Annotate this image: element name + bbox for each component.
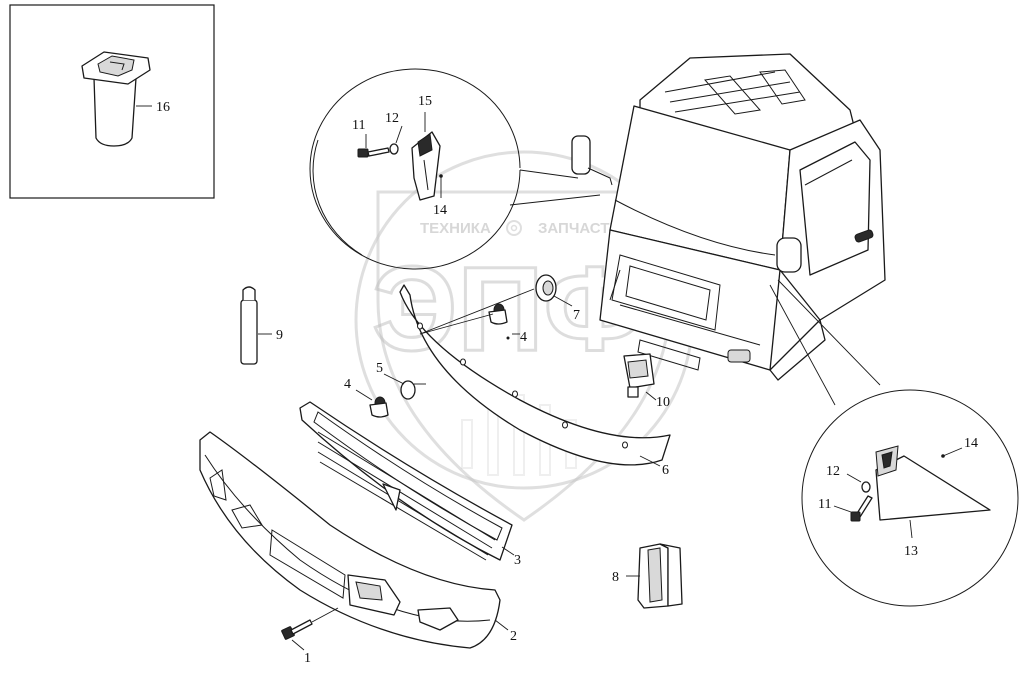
callout-1: 1: [304, 651, 311, 666]
cab-mirror-right: [776, 237, 802, 273]
clip-16-drawing: [81, 51, 151, 147]
detail-circle-top: 11 12 15 14: [309, 68, 601, 270]
callout-15: 15: [418, 94, 432, 109]
callout-9: 9: [276, 328, 283, 343]
callout-12-bottom: 12: [826, 464, 840, 479]
truck-cab: [571, 53, 886, 406]
washer-12-top: [389, 143, 399, 155]
part-8-block: 8: [612, 543, 683, 609]
washer-12-bottom: [861, 481, 871, 493]
callout-2: 2: [510, 629, 517, 644]
mudflap-bracket-14-top: [411, 131, 441, 201]
watermark-left-word: ТЕХНИКА: [420, 220, 491, 237]
callout-11-bottom: 11: [818, 497, 831, 512]
part-3-grille: 3: [299, 401, 521, 568]
callout-11-top: 11: [352, 118, 365, 133]
part-5-cap: 5: [376, 361, 426, 400]
bolt-11-top: [357, 147, 390, 158]
detail-circle-bottom: 12 11 13 14: [801, 389, 1019, 607]
mudflap-13: [875, 445, 991, 521]
callout-6: 6: [662, 463, 669, 478]
callout-8: 8: [612, 570, 619, 585]
part-4-clip-upper: 4: [419, 288, 535, 345]
callout-14-bottom: 14: [964, 436, 978, 451]
callout-3: 3: [514, 553, 521, 568]
callout-14-top: 14: [433, 203, 447, 218]
callout-13: 13: [904, 544, 918, 559]
part-2-bumper: 2: [199, 431, 517, 649]
callout-7: 7: [573, 308, 580, 323]
watermark-right-word: ЗАПЧАСТИ: [538, 220, 620, 237]
watermark-shield: [376, 190, 672, 522]
watermark-gear-icon: [506, 220, 522, 236]
bolt-11-bottom: [850, 495, 873, 522]
callout-10: 10: [656, 395, 670, 410]
cab-mirror-left: [571, 135, 613, 186]
callout-16: 16: [156, 100, 170, 115]
part-9-strip: 9: [240, 286, 283, 365]
callout-4-lower: 4: [344, 377, 351, 392]
part-10-connector: 10: [623, 353, 670, 410]
callout-12-top: 12: [385, 111, 399, 126]
detail-circle-top-outline: [309, 68, 521, 270]
part-1-bolt: 1: [281, 607, 339, 666]
inset-box-part-16: 16: [9, 4, 215, 199]
part-4-clip-lower: 4: [344, 377, 389, 418]
part-6-upper-trim: 6: [399, 284, 671, 478]
detail-circle-bottom-outline: [801, 389, 1019, 607]
part-7-cap: 7: [535, 274, 580, 323]
callout-5: 5: [376, 361, 383, 376]
callout-4-upper: 4: [520, 330, 527, 345]
